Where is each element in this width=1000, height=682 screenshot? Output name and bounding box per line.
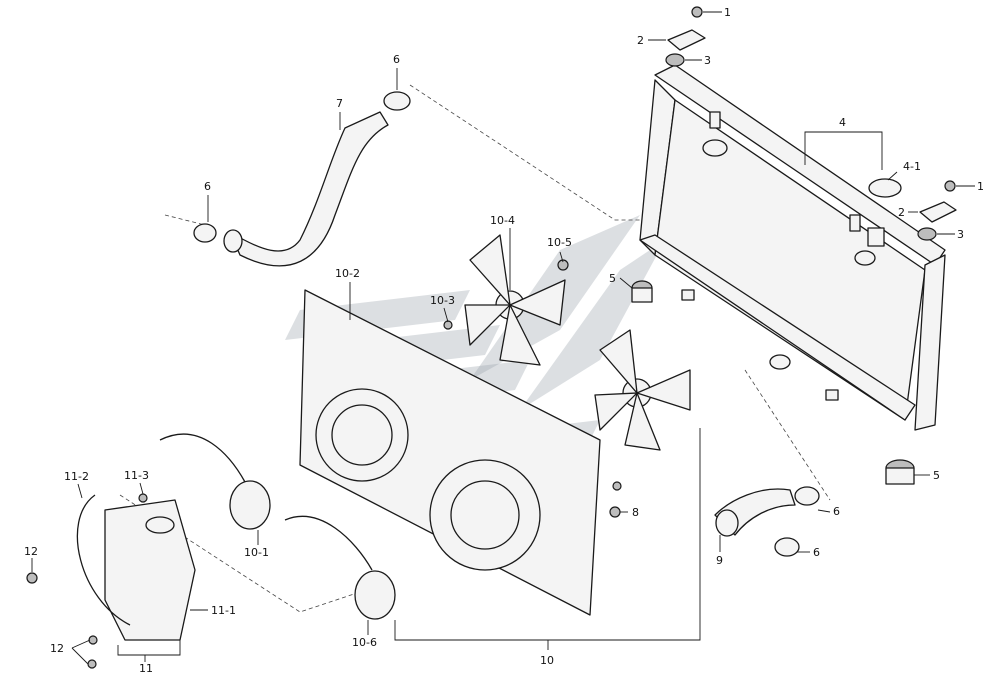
- callout-leaders: [31, 11, 975, 665]
- callout-3-top: 3: [704, 54, 711, 67]
- callout-10-6: 10-6: [352, 636, 377, 649]
- callout-12-left: 12: [24, 545, 38, 558]
- callout-10-3: 10-3: [430, 294, 455, 307]
- callout-2-top: 2: [637, 34, 644, 47]
- callout-1-top: 1: [724, 6, 731, 19]
- callout-5-lower: 5: [933, 469, 940, 482]
- callout-10-4: 10-4: [490, 214, 515, 227]
- radiator: [639, 64, 946, 431]
- callout-5-upper: 5: [609, 272, 616, 285]
- callout-7: 7: [336, 97, 343, 110]
- callout-6-top: 6: [393, 53, 400, 66]
- callout-11-2: 11-2: [64, 470, 89, 483]
- callout-11-1: 11-1: [211, 604, 236, 617]
- callout-labels: 1 2 3 4 4-1 1 2 3 5 5 6 6 6 6 7 8 9 10 1…: [24, 6, 984, 675]
- radiator-cap: [867, 178, 902, 247]
- callout-1-right: 1: [977, 180, 984, 193]
- fan-motors: [159, 433, 396, 620]
- callout-6-bottom-right: 6: [813, 546, 820, 559]
- callout-12-bottom: 12: [50, 642, 64, 655]
- callout-10: 10: [540, 654, 554, 667]
- fan-shroud: [299, 289, 601, 616]
- callout-4-1: 4-1: [903, 160, 921, 173]
- callout-10-5: 10-5: [547, 236, 572, 249]
- callout-10-1: 10-1: [244, 546, 269, 559]
- callout-6-left: 6: [204, 180, 211, 193]
- reservoir-tank: [76, 493, 196, 641]
- callout-10-2: 10-2: [335, 267, 360, 280]
- lower-radiator-hose: [714, 488, 796, 537]
- callout-6-lower-right: 6: [833, 505, 840, 518]
- fan-blades: [464, 234, 691, 451]
- callout-11-3: 11-3: [124, 469, 149, 482]
- callout-4: 4: [839, 116, 846, 129]
- callout-8: 8: [632, 506, 639, 519]
- callout-11: 11: [139, 662, 153, 675]
- radiator-cushions: [631, 280, 915, 485]
- callout-3-right: 3: [957, 228, 964, 241]
- upper-radiator-hose: [223, 111, 389, 267]
- hose-clamps: [193, 91, 820, 557]
- callout-9: 9: [716, 554, 723, 567]
- callout-2-right: 2: [898, 206, 905, 219]
- radiator-mount-hardware-upper: [665, 6, 957, 241]
- small-fasteners: [443, 259, 622, 518]
